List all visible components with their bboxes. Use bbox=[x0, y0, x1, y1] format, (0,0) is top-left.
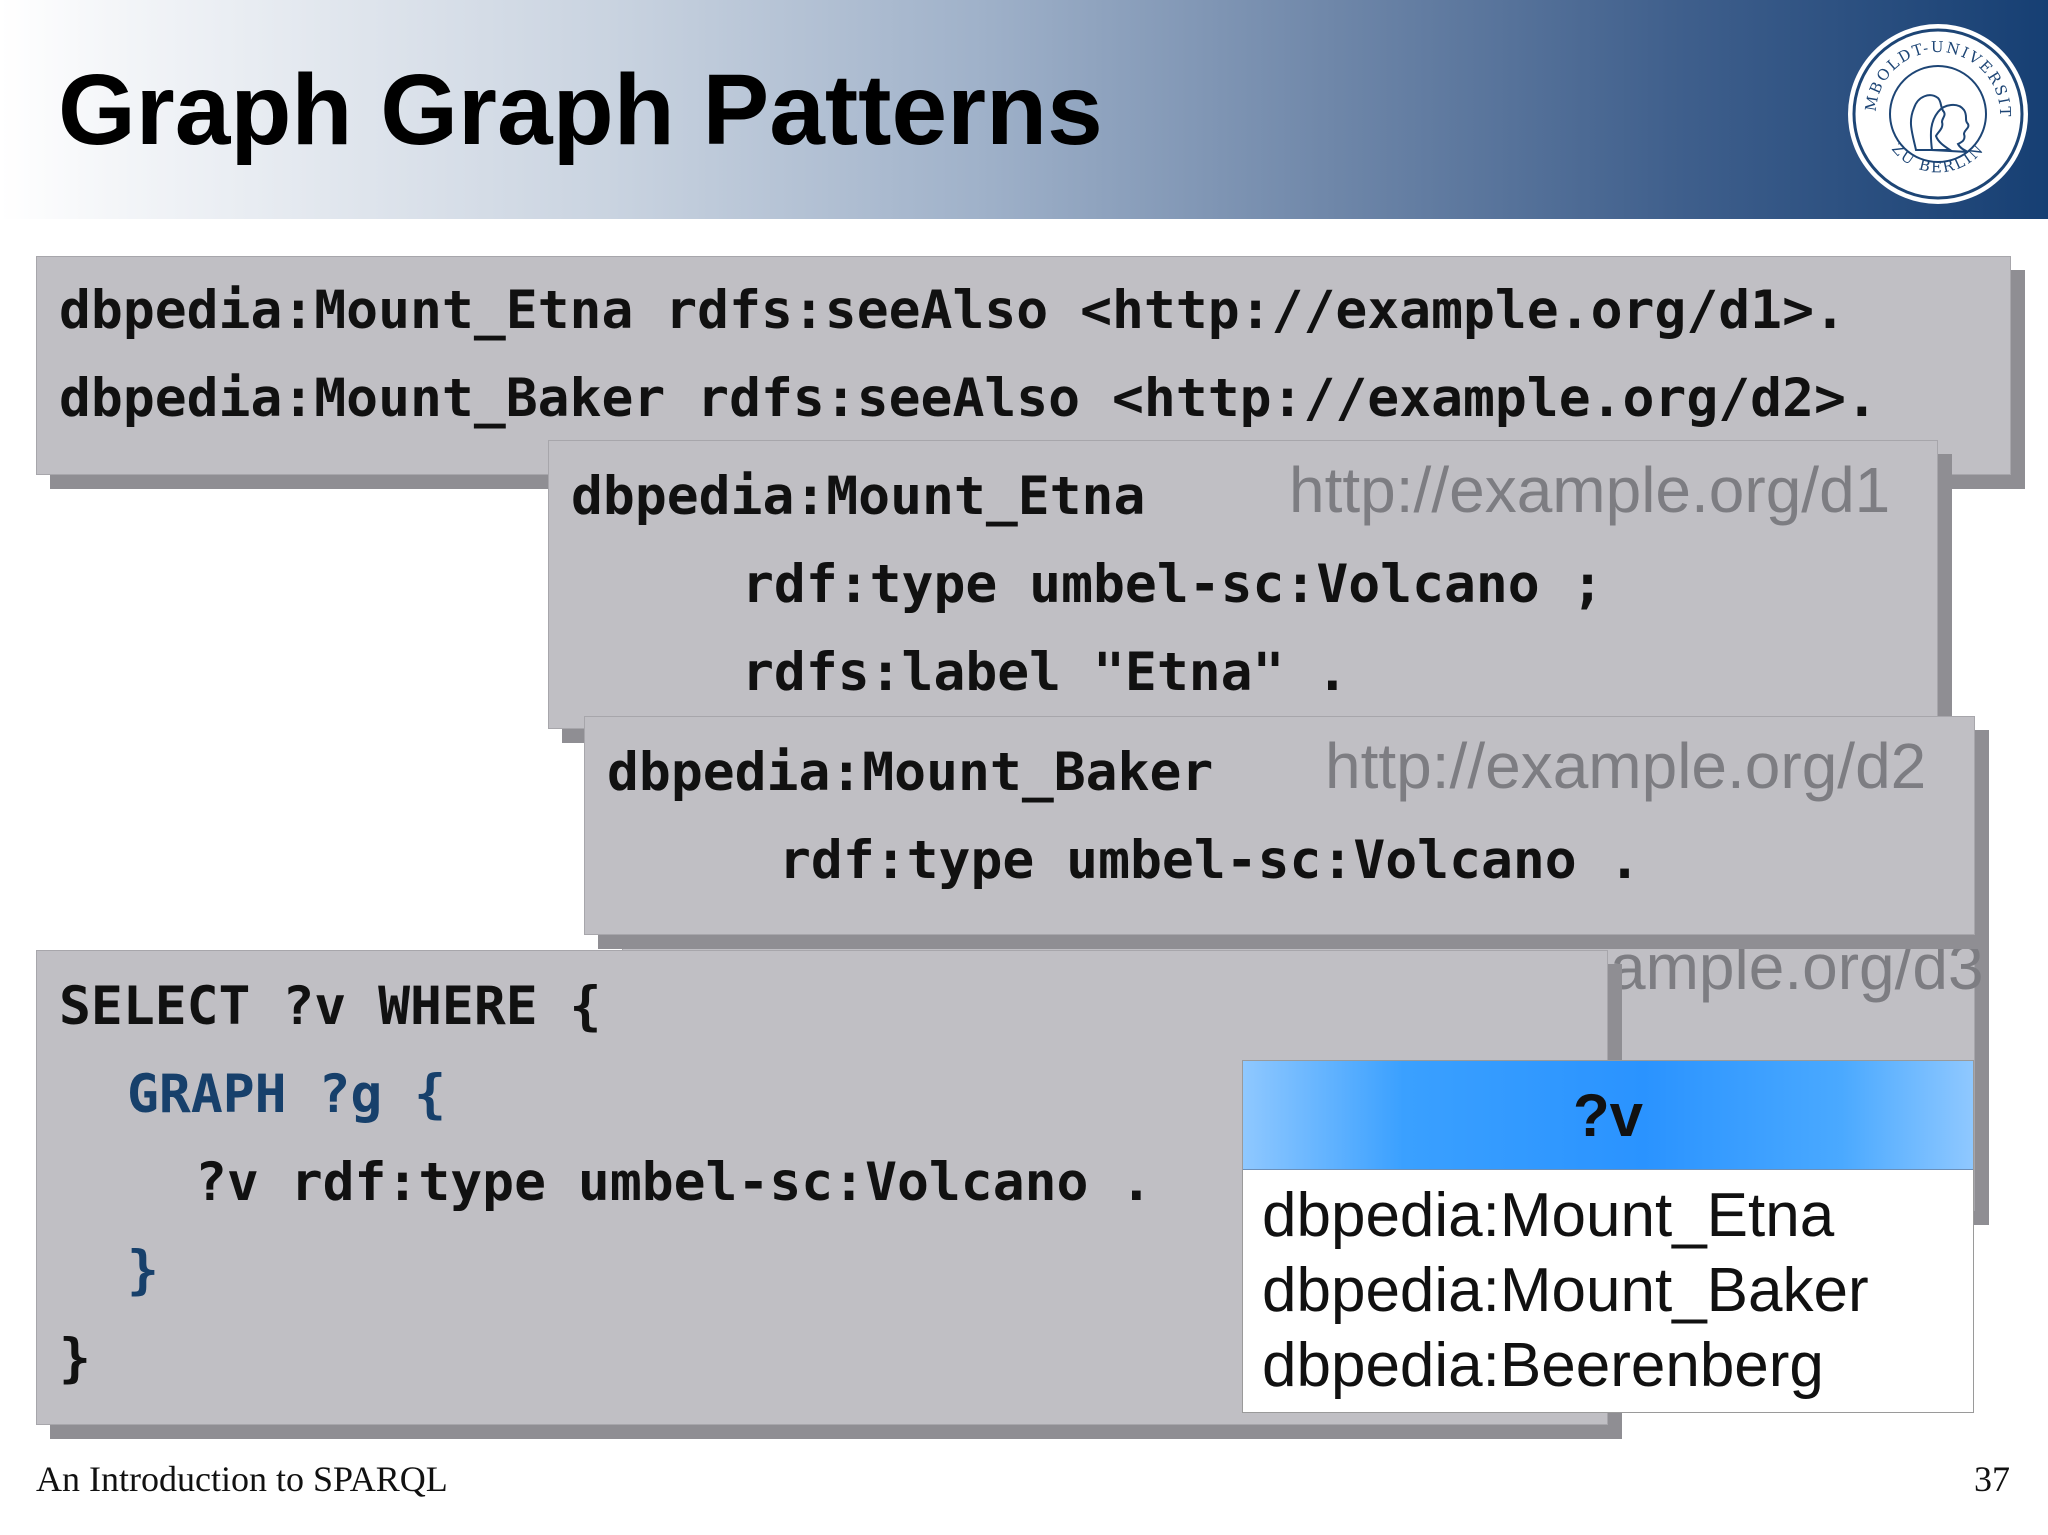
result-row: dbpedia:Beerenberg bbox=[1262, 1331, 1824, 1400]
graph-d1-subject: dbpedia:Mount_Etna bbox=[571, 466, 1146, 527]
default-graph-box: dbpedia:Mount_Etna rdfs:seeAlso <http://… bbox=[36, 256, 2011, 475]
query-graph-close: } bbox=[127, 1240, 159, 1301]
result-column-header: ?v bbox=[1243, 1061, 1973, 1170]
default-graph-triple-2: dbpedia:Mount_Baker rdfs:seeAlso <http:/… bbox=[59, 368, 1878, 429]
result-table: ?v dbpedia:Mount_Etna dbpedia:Mount_Bake… bbox=[1242, 1060, 1974, 1413]
graph-d2-type-triple: rdf:type umbel-sc:Volcano . bbox=[779, 830, 1641, 891]
graph-d1-type-triple: rdf:type umbel-sc:Volcano ; bbox=[742, 554, 1604, 615]
named-graph-d2-box: http://example.org/d2 dbpedia:Mount_Bake… bbox=[584, 716, 1975, 935]
footer-course-title: An Introduction to SPARQL bbox=[36, 1459, 448, 1499]
graph-d2-subject: dbpedia:Mount_Baker bbox=[607, 742, 1214, 803]
page-title: Graph Graph Patterns bbox=[58, 54, 1103, 166]
result-row: dbpedia:Mount_Etna bbox=[1262, 1181, 1835, 1250]
query-graph-line: GRAPH ?g { bbox=[127, 1064, 447, 1125]
page-number: 37 bbox=[1974, 1459, 2010, 1499]
graph-d1-url: http://example.org/d1 bbox=[1289, 454, 1891, 526]
named-graph-d1-box: http://example.org/d1 dbpedia:Mount_Etna… bbox=[548, 440, 1938, 729]
university-seal-logo: HUMBOLDT-UNIVERSITÄT ZU BERLIN bbox=[1846, 22, 2028, 204]
result-row: dbpedia:Mount_Baker bbox=[1262, 1256, 1869, 1325]
graph-d2-url: http://example.org/d2 bbox=[1325, 730, 1927, 802]
query-triple-pattern: ?v rdf:type umbel-sc:Volcano . bbox=[195, 1152, 1153, 1213]
result-rows: dbpedia:Mount_Etna dbpedia:Mount_Baker d… bbox=[1243, 1170, 1973, 1403]
header-banner bbox=[0, 0, 2048, 219]
query-where-close: } bbox=[59, 1328, 91, 1389]
default-graph-triple-1: dbpedia:Mount_Etna rdfs:seeAlso <http://… bbox=[59, 280, 1846, 341]
graph-d1-label-triple: rdfs:label "Etna" . bbox=[742, 642, 1349, 703]
query-select-line: SELECT ?v WHERE { bbox=[59, 976, 602, 1037]
graph-d3-url: ample.org/d3 bbox=[1610, 931, 1984, 1003]
